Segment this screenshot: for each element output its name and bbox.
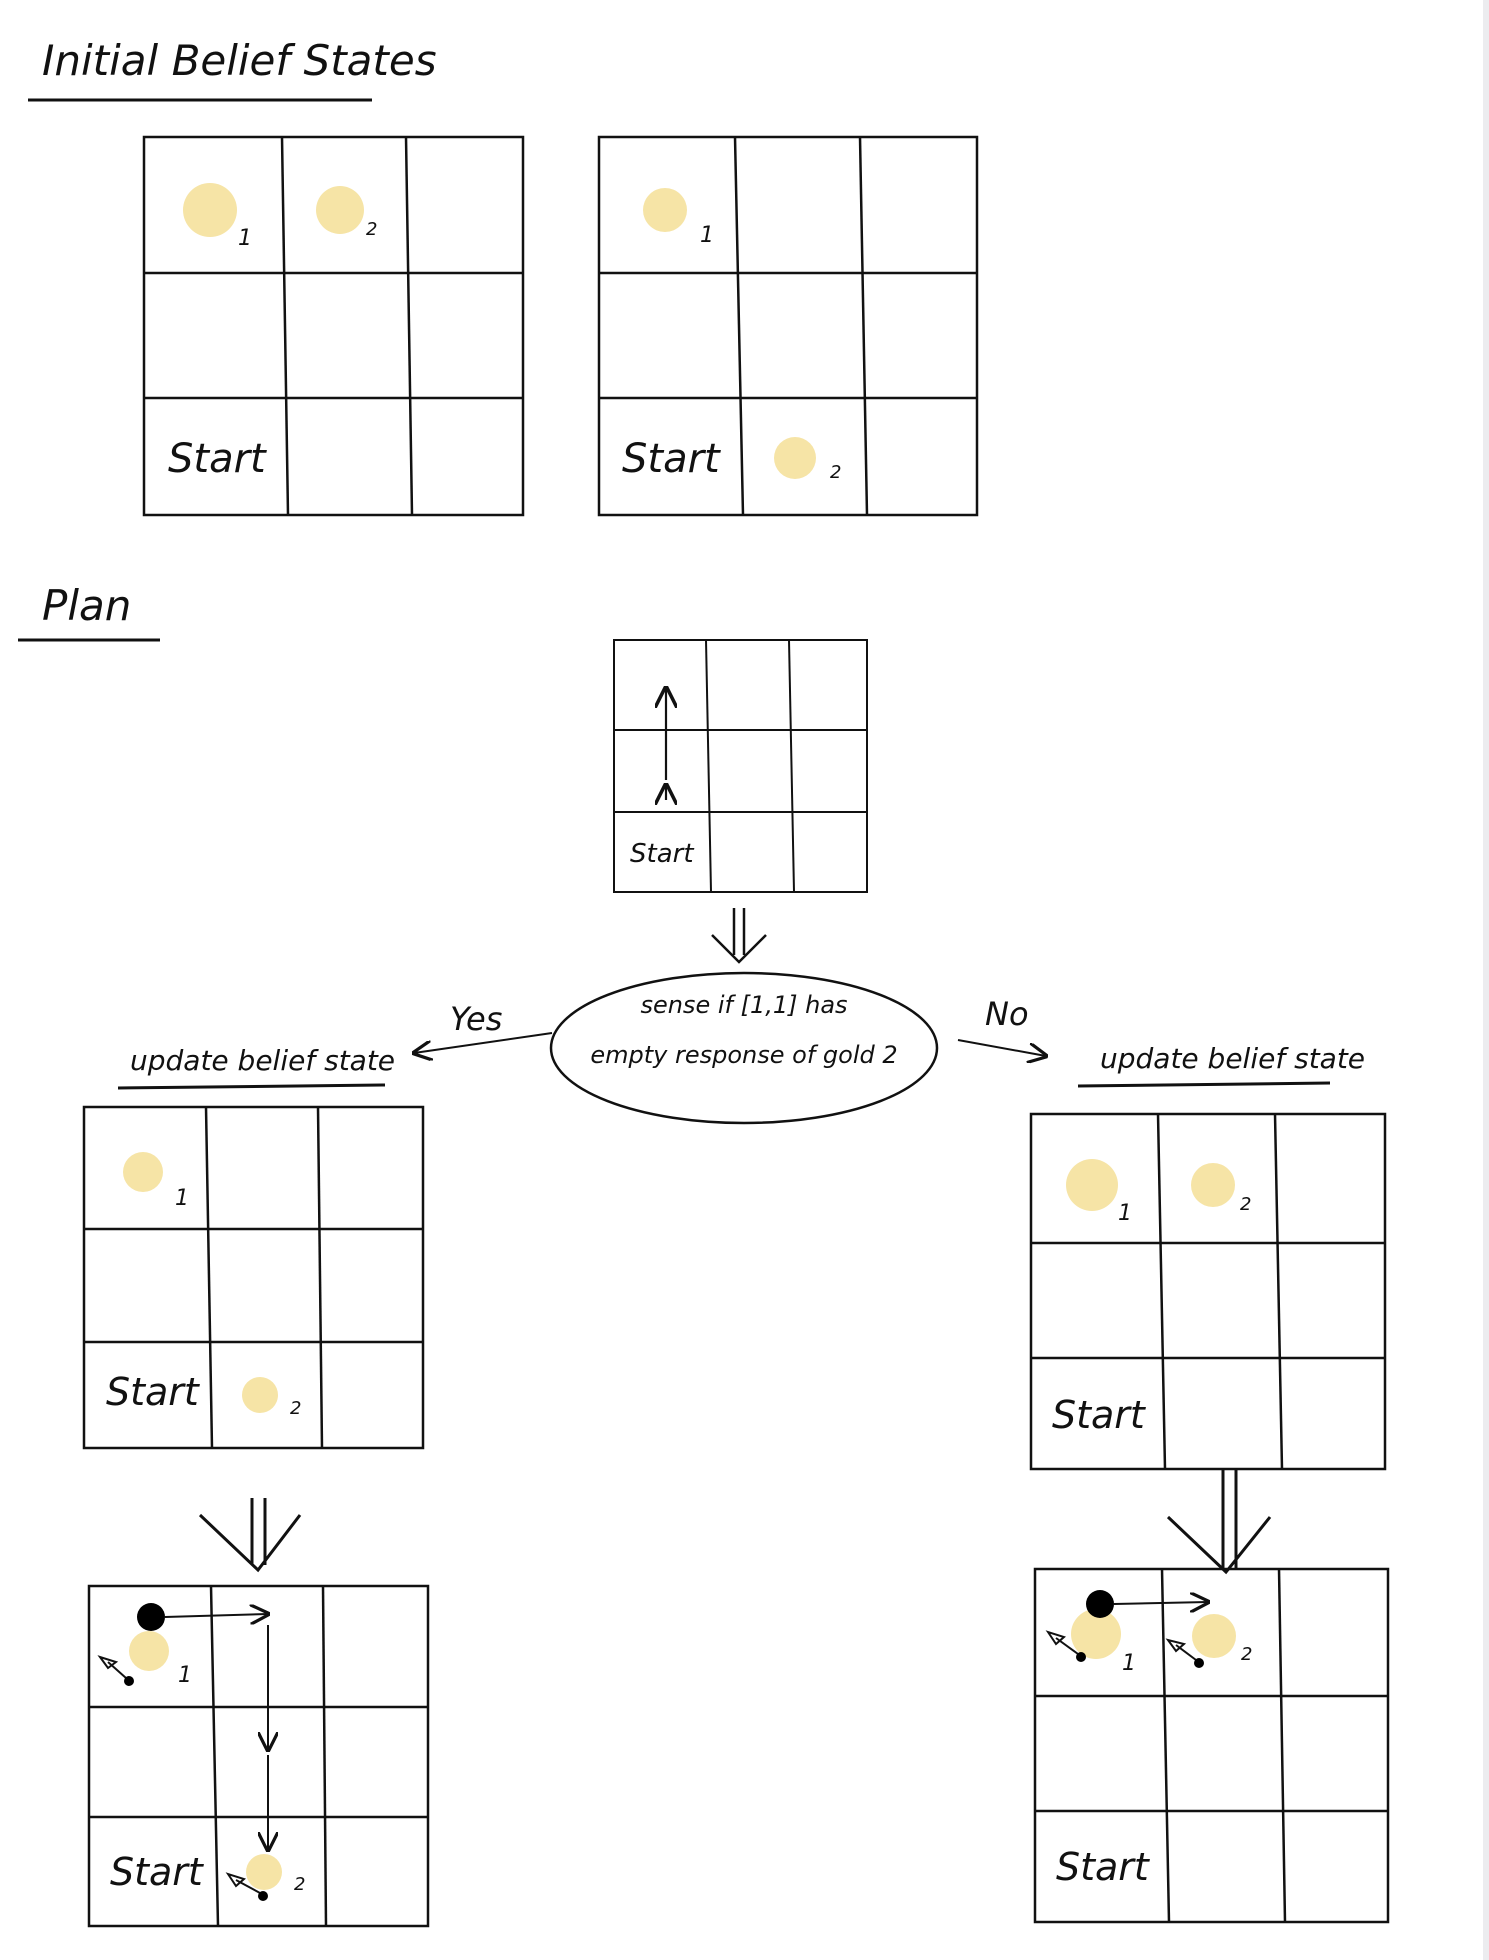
update-right-underline bbox=[1077, 1081, 1331, 1088]
gold-2-label: 2 bbox=[1241, 1644, 1252, 1665]
gold-1-label: 1 bbox=[175, 1186, 189, 1211]
update-belief-left-heading: update belief state bbox=[130, 1044, 395, 1077]
gold-1-blob bbox=[643, 188, 687, 232]
move-right-arrow bbox=[164, 1614, 268, 1617]
gold-2-label: 2 bbox=[366, 219, 377, 240]
update-left-underline bbox=[117, 1083, 386, 1090]
gold-1-blob bbox=[1066, 1159, 1118, 1211]
initial-belief-states-heading: Initial Belief States bbox=[42, 36, 437, 85]
gold-1-label: 1 bbox=[700, 223, 714, 248]
left-execution-grid bbox=[87, 1584, 430, 1928]
page-edge bbox=[1483, 0, 1489, 1960]
grab-icon bbox=[1165, 1638, 1204, 1668]
left-updated-grid bbox=[82, 1105, 425, 1450]
start-label: Start bbox=[622, 436, 721, 482]
gold-2-blob bbox=[774, 437, 816, 479]
gold-1-label: 1 bbox=[238, 226, 252, 251]
double-down-arrow bbox=[1166, 1470, 1272, 1575]
decision-node bbox=[549, 971, 939, 1125]
double-down-arrow bbox=[198, 1498, 302, 1573]
gold-2-label: 2 bbox=[294, 1874, 305, 1895]
double-down-arrow bbox=[711, 908, 767, 964]
right-updated-grid bbox=[1029, 1112, 1387, 1471]
start-label: Start bbox=[630, 839, 694, 869]
start-label: Start bbox=[1056, 1845, 1151, 1889]
gold-1-blob bbox=[123, 1152, 163, 1192]
no-label: No bbox=[985, 995, 1029, 1033]
agent-marker bbox=[137, 1603, 165, 1631]
gold-2-label: 2 bbox=[830, 462, 841, 483]
no-arrow bbox=[957, 1039, 1046, 1056]
grab-icon bbox=[97, 1655, 134, 1686]
start-label: Start bbox=[106, 1370, 201, 1414]
agent-marker bbox=[1086, 1590, 1114, 1618]
decision-text-line2: empty response of gold 2 bbox=[590, 1041, 897, 1069]
gold-1-blob bbox=[1071, 1609, 1121, 1659]
gold-2-blob bbox=[246, 1854, 282, 1890]
gold-1-blob bbox=[183, 183, 237, 237]
initial-grid-a bbox=[142, 135, 525, 517]
grab-icon bbox=[1045, 1630, 1086, 1662]
yes-label: Yes bbox=[450, 1000, 502, 1038]
initial-grid-b bbox=[597, 135, 979, 517]
gold-1-label: 1 bbox=[1118, 1201, 1132, 1226]
plan-grid bbox=[613, 639, 868, 893]
grab-icon bbox=[225, 1872, 268, 1901]
move-right-arrow bbox=[1113, 1602, 1208, 1604]
gold-1-label: 1 bbox=[178, 1663, 192, 1688]
gold-1-label: 1 bbox=[1122, 1651, 1136, 1676]
gold-2-blob bbox=[1191, 1163, 1235, 1207]
gold-2-blob bbox=[316, 186, 364, 234]
update-belief-right-heading: update belief state bbox=[1100, 1042, 1365, 1075]
start-label: Start bbox=[110, 1850, 205, 1894]
gold-2-label: 2 bbox=[290, 1398, 301, 1419]
start-label: Start bbox=[168, 436, 267, 482]
gold-1-blob bbox=[129, 1631, 169, 1671]
gold-2-blob bbox=[242, 1377, 278, 1413]
decision-text-line1: sense if [1,1] has bbox=[640, 991, 847, 1019]
gold-2-label: 2 bbox=[1240, 1194, 1251, 1215]
start-label: Start bbox=[1052, 1393, 1147, 1437]
yes-arrow bbox=[414, 1032, 553, 1053]
gold-2-blob bbox=[1192, 1614, 1236, 1658]
plan-heading: Plan bbox=[42, 581, 131, 630]
right-execution-grid bbox=[1033, 1567, 1390, 1924]
